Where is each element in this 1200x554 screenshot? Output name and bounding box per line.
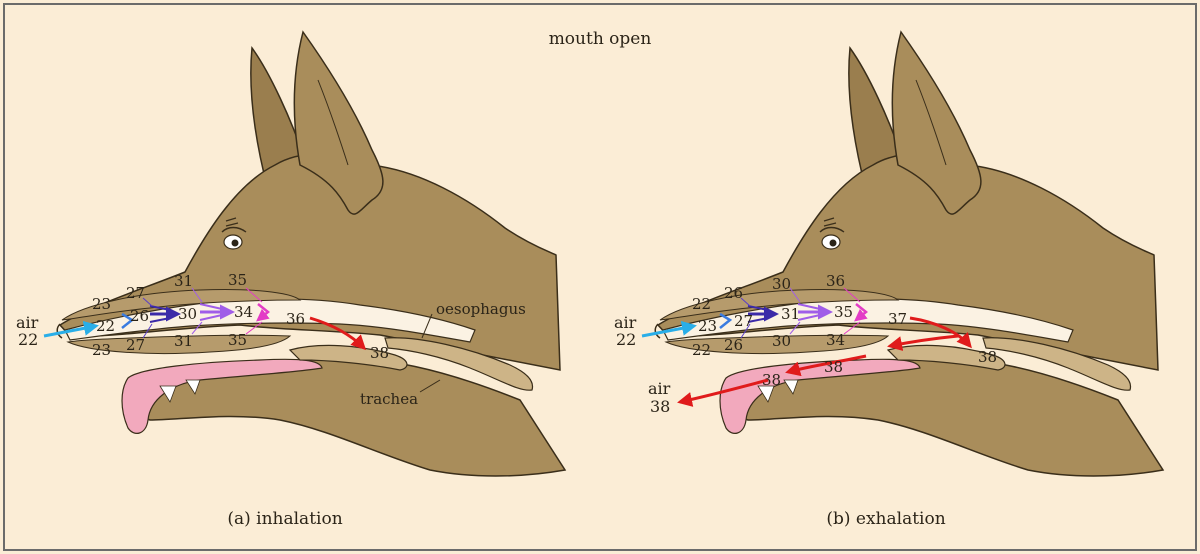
label-35-bottom: 35	[228, 331, 247, 349]
label-38-air-out: 38	[650, 397, 670, 416]
caption-exhalation: (b) exhalation	[826, 509, 945, 529]
arrow-30-31-lower	[199, 314, 223, 321]
label-air-out: air	[648, 379, 671, 398]
label-31-bottom: 31	[174, 332, 193, 350]
arrow-34-35	[854, 303, 869, 322]
label-35-top: 35	[228, 271, 247, 289]
label-27-bottom: 27	[126, 336, 145, 354]
arrow-26-27-lower	[149, 317, 171, 323]
label-26-bottom: 26	[724, 336, 743, 354]
leader-31-bottom	[191, 321, 203, 335]
diagram-frame	[3, 3, 1197, 551]
panel-inhalation: air 22 22 23 23 26 27 27 30 31 31 34 35 …	[16, 31, 566, 529]
label-30: 30	[178, 305, 197, 323]
label-30-bottom: 30	[772, 332, 791, 350]
arrow-26-27-lower	[747, 317, 769, 323]
arrow-air-in	[641, 320, 697, 338]
leader-31-top	[191, 287, 203, 303]
label-26: 26	[130, 307, 149, 325]
leader-oesophagus	[421, 313, 433, 339]
label-27-top: 27	[126, 284, 145, 302]
label-38-right: 38	[978, 348, 997, 366]
label-38-left: 38	[762, 371, 781, 389]
label-36: 36	[286, 310, 305, 328]
arrow-38-mouth	[785, 354, 867, 377]
leader-34	[843, 321, 861, 335]
leader-trachea	[419, 379, 441, 393]
label-26-top: 26	[724, 284, 743, 302]
diagram-title: mouth open	[549, 29, 652, 49]
label-38: 38	[370, 344, 389, 362]
label-23: 23	[698, 317, 717, 335]
label-31-top: 31	[174, 272, 193, 290]
arrow-37-38	[909, 316, 972, 349]
arrow-22-23	[121, 312, 135, 329]
label-22-top: 22	[692, 295, 711, 313]
label-22-air: 22	[616, 330, 636, 349]
label-34: 34	[826, 331, 845, 349]
arrow-air-out	[677, 378, 769, 407]
arrow-26-27-upper	[149, 305, 171, 311]
caption-inhalation: (a) inhalation	[227, 509, 342, 529]
leader-26-top	[740, 297, 751, 307]
leader-27-bottom	[142, 323, 153, 339]
leader-35-top	[245, 287, 263, 303]
arrow-30-31-lower	[797, 314, 821, 321]
label-22-bottom: 22	[692, 341, 711, 359]
label-37: 37	[888, 310, 907, 328]
arrow-26-27-upper	[747, 305, 769, 311]
leader-27-top	[142, 297, 153, 307]
label-oesophagus: oesophagus	[436, 300, 526, 318]
leader-26-bottom	[740, 323, 751, 339]
label-30-top: 30	[772, 275, 791, 293]
label-23-top: 23	[92, 295, 111, 313]
label-38-mid: 38	[824, 358, 843, 376]
label-air-in: air	[16, 313, 39, 332]
label-31: 31	[781, 305, 800, 323]
arrow-38-return	[887, 334, 959, 352]
label-27: 27	[734, 312, 753, 330]
arrow-air-in	[43, 320, 99, 338]
leader-35-bottom	[245, 321, 263, 335]
label-36: 36	[826, 272, 845, 290]
label-air-in: air	[614, 313, 637, 332]
arrow-34-35	[256, 303, 271, 322]
label-23-bottom: 23	[92, 341, 111, 359]
arrow-36-38	[309, 316, 367, 351]
leader-36	[843, 287, 861, 303]
leader-30-top	[789, 287, 801, 303]
arrow-30-31-upper	[797, 303, 821, 310]
label-22-inner: 22	[96, 317, 115, 335]
label-34: 34	[234, 303, 253, 321]
arrow-30-31-upper	[199, 303, 223, 310]
arrow-22-23	[719, 312, 733, 329]
leader-30-bottom	[789, 321, 801, 335]
label-trachea: trachea	[360, 390, 418, 408]
panel-exhalation: air 22 22 22 23 26 26 27 30 30 31 34 35 …	[614, 31, 1164, 529]
label-35: 35	[834, 303, 853, 321]
label-22-air: 22	[18, 330, 38, 349]
